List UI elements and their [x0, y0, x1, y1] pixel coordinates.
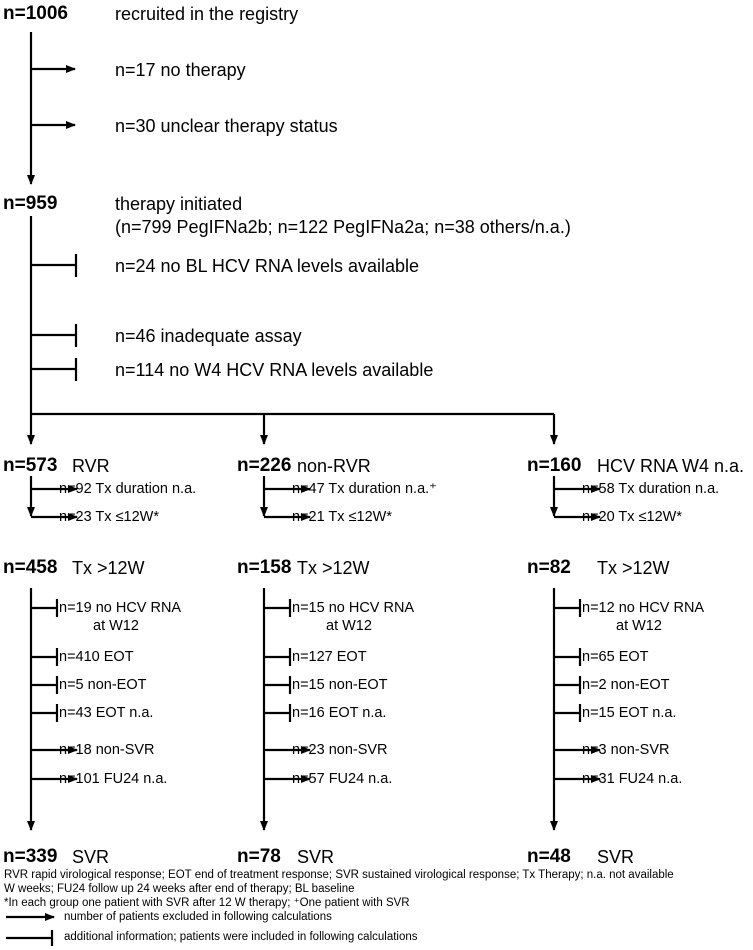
no-w4-label: n=114 no W4 HCV RNA levels available: [115, 360, 434, 380]
group-1-tx-le12w: n=21 Tx ≤12W*: [292, 509, 392, 525]
group-2-label: HCV RNA W4 n.a.: [597, 456, 745, 476]
group-1-count: n=226: [237, 455, 292, 476]
therapy-initiated-count: n=959: [3, 193, 58, 214]
group-2-count-2: n=82: [527, 557, 571, 578]
group-2-duration-na: n=58 Tx duration n.a.: [582, 481, 720, 497]
no-bl-label: n=24 no BL HCV RNA levels available: [115, 256, 420, 276]
no-therapy-label: n=17 no therapy: [115, 60, 246, 80]
group-2-at-w12: at W12: [616, 618, 662, 634]
group-0-count-2: n=458: [3, 557, 58, 578]
group-2-eot-na: n=15 EOT n.a.: [582, 705, 677, 721]
group-0-fu24-na: n=101 FU24 n.a.: [59, 771, 168, 787]
legend-bar-label: additional information; patients were in…: [64, 931, 418, 943]
group-0-count: n=573: [3, 455, 58, 476]
group-2-svr-label: SVR: [597, 847, 635, 867]
group-0-no-hcv-rna: n=19 no HCV RNA: [59, 600, 182, 616]
therapy-initiated-label: therapy initiated: [115, 194, 243, 214]
group-1-label-2: Tx >12W: [297, 558, 370, 578]
group-2-tx-le12w: n=20 Tx ≤12W*: [582, 509, 682, 525]
group-2-label-2: Tx >12W: [597, 558, 670, 578]
group-1-label: non-RVR: [297, 456, 371, 476]
group-1-no-hcv-rna: n=15 no HCV RNA: [292, 600, 415, 616]
group-1-non-svr: n=23 non-SVR: [292, 742, 388, 758]
group-0-eot: n=410 EOT: [59, 649, 134, 665]
legend-symbols: [6, 913, 55, 946]
group-0-eot-na: n=43 EOT n.a.: [59, 705, 154, 721]
group-1-count-2: n=158: [237, 557, 292, 578]
group-2-non-eot: n=2 non-EOT: [582, 677, 670, 693]
group-1-at-w12: at W12: [326, 618, 372, 634]
group-0-label: RVR: [72, 456, 110, 476]
group-0-non-svr: n=18 non-SVR: [59, 742, 155, 758]
group-1-count-3: n=78: [237, 846, 281, 867]
group-0-at-w12: at W12: [93, 618, 139, 634]
group-2-fu24-na: n=31 FU24 n.a.: [582, 771, 683, 787]
group-1-non-eot: n=15 non-EOT: [292, 677, 388, 693]
group-2-count: n=160: [527, 455, 582, 476]
group-2-non-svr: n=3 non-SVR: [582, 742, 670, 758]
group-2-no-hcv-rna: n=12 no HCV RNA: [582, 600, 705, 616]
group-1-eot: n=127 EOT: [292, 649, 367, 665]
group-1-eot-na: n=16 EOT n.a.: [292, 705, 387, 721]
group-2-count-3: n=48: [527, 846, 571, 867]
legend-arrow-label: number of patients excluded in following…: [64, 911, 332, 923]
recruited-count: n=1006: [3, 3, 68, 24]
recruited-label: recruited in the registry: [115, 4, 299, 24]
group-0-svr-label: SVR: [72, 847, 110, 867]
group-1-fu24-na: n=57 FU24 n.a.: [292, 771, 393, 787]
footnote-abbrev-1: RVR rapid virological response; EOT end …: [4, 869, 674, 881]
group-1-duration-na: n=47 Tx duration n.a.⁺: [292, 481, 437, 497]
group-0-non-eot: n=5 non-EOT: [59, 677, 147, 693]
therapy-breakdown: (n=799 PegIFNa2b; n=122 PegIFNa2a; n=38 …: [115, 217, 571, 237]
group-0-count-3: n=339: [3, 846, 58, 867]
group-0-duration-na: n=92 Tx duration n.a.: [59, 481, 197, 497]
group-1-svr-label: SVR: [297, 847, 335, 867]
footnote-abbrev-2: W weeks; FU24 follow up 24 weeks after e…: [4, 883, 355, 895]
group-0-tx-le12w: n=23 Tx ≤12W*: [59, 509, 159, 525]
footnote-special: *In each group one patient with SVR afte…: [4, 897, 410, 909]
group-0-label-2: Tx >12W: [72, 558, 145, 578]
unclear-therapy-label: n=30 unclear therapy status: [115, 116, 338, 136]
group-2-eot: n=65 EOT: [582, 649, 649, 665]
inadequate-assay-label: n=46 inadequate assay: [115, 326, 302, 346]
